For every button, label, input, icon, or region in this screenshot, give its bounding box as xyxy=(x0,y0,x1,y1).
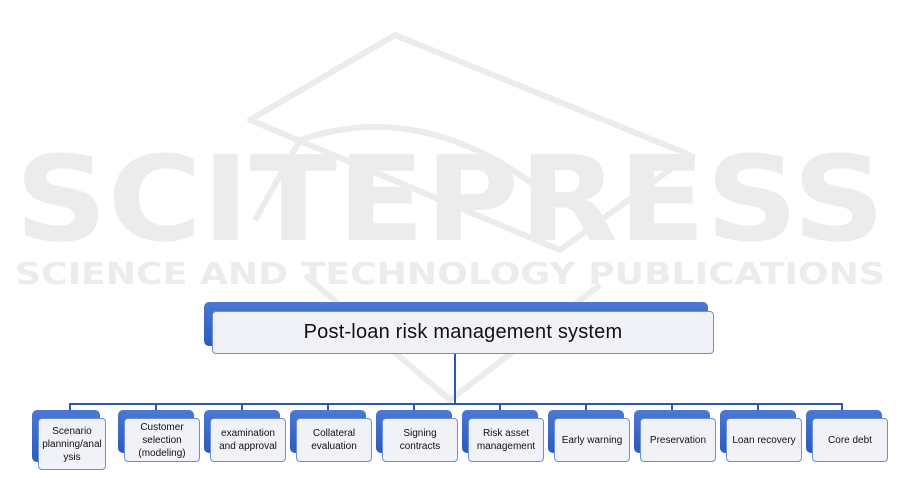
child-label: Core debt xyxy=(812,418,888,462)
child-label: Scenario planning/anal ysis xyxy=(38,418,106,470)
child-label: Loan recovery xyxy=(726,418,802,462)
root-label: Post-loan risk management system xyxy=(212,311,714,354)
child-label: Signing contracts xyxy=(382,418,458,462)
child-label: Risk asset management xyxy=(468,418,544,462)
child-label: Collateral evaluation xyxy=(296,418,372,462)
watermark-subtitle: SCIENCE AND TECHNOLOGY PUBLICATIONS xyxy=(15,257,885,292)
child-label: Preservation xyxy=(640,418,716,462)
child-label: examination and approval xyxy=(210,418,286,462)
child-label: Customer selection (modeling) xyxy=(124,418,200,462)
watermark-title: SCITEPRESS xyxy=(15,130,885,268)
child-label: Early warning xyxy=(554,418,630,462)
connector-root-stem xyxy=(454,354,456,404)
connector-horizontal-bar xyxy=(69,403,843,405)
